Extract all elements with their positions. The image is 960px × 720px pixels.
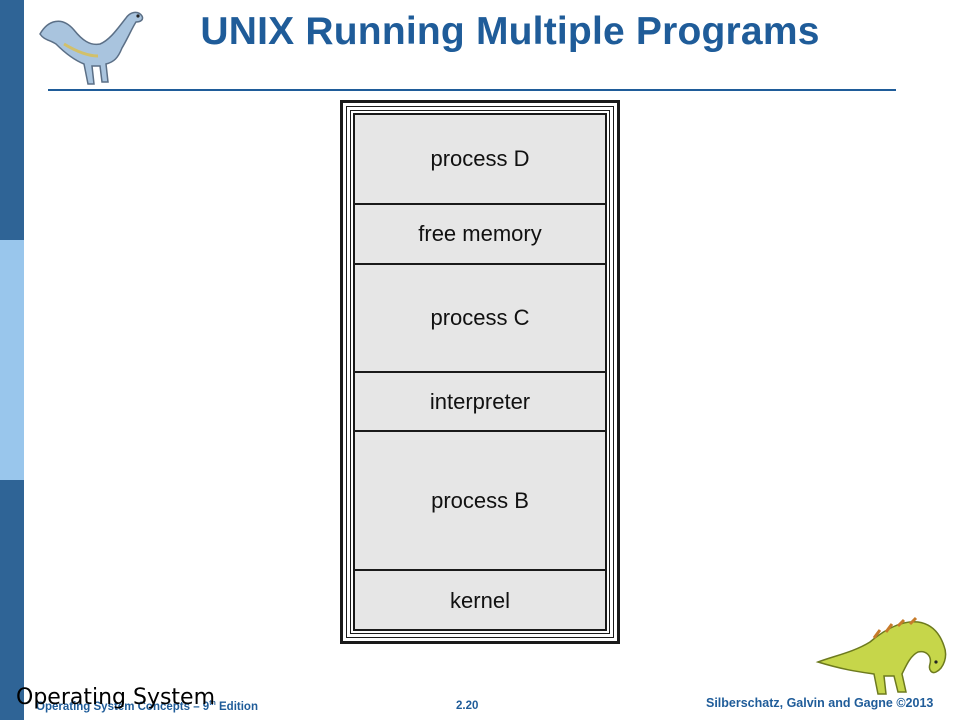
memory-layout-diagram: process D free memory process C interpre… — [340, 100, 620, 644]
segment-process-b: process B — [355, 432, 605, 571]
segment-process-d: process D — [355, 115, 605, 205]
diagram-frame-inner: process D free memory process C interpre… — [350, 110, 610, 634]
segment-kernel: kernel — [450, 588, 510, 613]
footer-book-prefix: Operating System Concepts – 9 — [36, 700, 210, 713]
sidebar-middle-band — [0, 240, 24, 480]
segment-free-memory: free memory — [355, 205, 605, 265]
footer-overlay-text: Operating System — [16, 685, 216, 710]
title-divider — [48, 89, 896, 91]
footer-book-title: Operating System Concepts – 9th Edition — [36, 700, 258, 713]
slide-title: UNIX Running Multiple Programs — [200, 10, 820, 53]
footer-book-sup: th — [209, 700, 216, 707]
segment-process-c: process C — [355, 265, 605, 373]
memory-stack: process D free memory process C interpre… — [353, 113, 607, 631]
segment-interpreter: interpreter — [355, 373, 605, 432]
dinosaur-icon — [39, 11, 144, 85]
diagram-frame: process D free memory process C interpre… — [346, 106, 614, 638]
sidebar-top-band — [0, 0, 24, 240]
footer-book-suffix: Edition — [215, 700, 258, 713]
page-number: 2.20 — [456, 700, 479, 712]
dinosaur-icon — [815, 616, 947, 695]
footer-copyright: Silberschatz, Galvin and Gagne ©2013 — [706, 696, 934, 710]
sidebar-bottom-band — [0, 480, 24, 720]
